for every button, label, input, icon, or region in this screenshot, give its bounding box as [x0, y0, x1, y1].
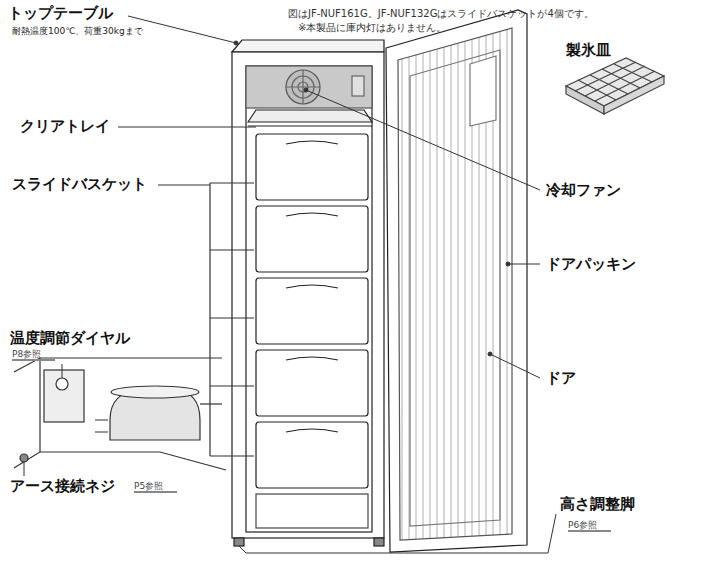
cabinet [232, 52, 384, 538]
part-name: 製氷皿 [566, 42, 611, 59]
top-table [232, 40, 384, 52]
part-name: 冷却ファン [546, 182, 621, 199]
door-gasket [398, 28, 512, 540]
part-name: 温度調節ダイヤル [10, 330, 130, 347]
part-name: スライドバスケット [12, 176, 147, 193]
part-name: クリアトレイ [20, 118, 110, 135]
part-name: ドア [546, 370, 576, 387]
ice-tray [566, 58, 664, 114]
fan-cover [246, 66, 372, 108]
basket-bracket [158, 183, 254, 456]
page-reference: P6参照 [568, 520, 611, 532]
leader-lines [24, 16, 556, 553]
part-name: 高さ調整脚 [560, 496, 635, 513]
part-name: ドアパッキン [546, 256, 636, 273]
note: 図はJF-NUF161G。JF-NUF132Gはスライドバスケットが4個です。 [288, 8, 594, 20]
cabinet-inner [246, 66, 372, 532]
slide-baskets [256, 134, 368, 488]
cooling-fan [286, 70, 320, 104]
part-name: アース接続ネジ [10, 478, 115, 495]
door [386, 10, 527, 552]
clear-tray [248, 110, 372, 122]
temperature-dial [56, 378, 68, 390]
spec-note: 耐熱温度100℃、荷重30kgまで [12, 26, 143, 36]
note: ※本製品に庫内灯はありません。 [298, 22, 446, 34]
page-reference: P8参照 [12, 349, 55, 361]
part-name: トップテーブル [8, 5, 113, 22]
page-reference: P5参照 [134, 481, 177, 493]
earth-screw [20, 454, 28, 462]
adjust-foot [234, 538, 244, 546]
machine-compartment [14, 358, 226, 470]
